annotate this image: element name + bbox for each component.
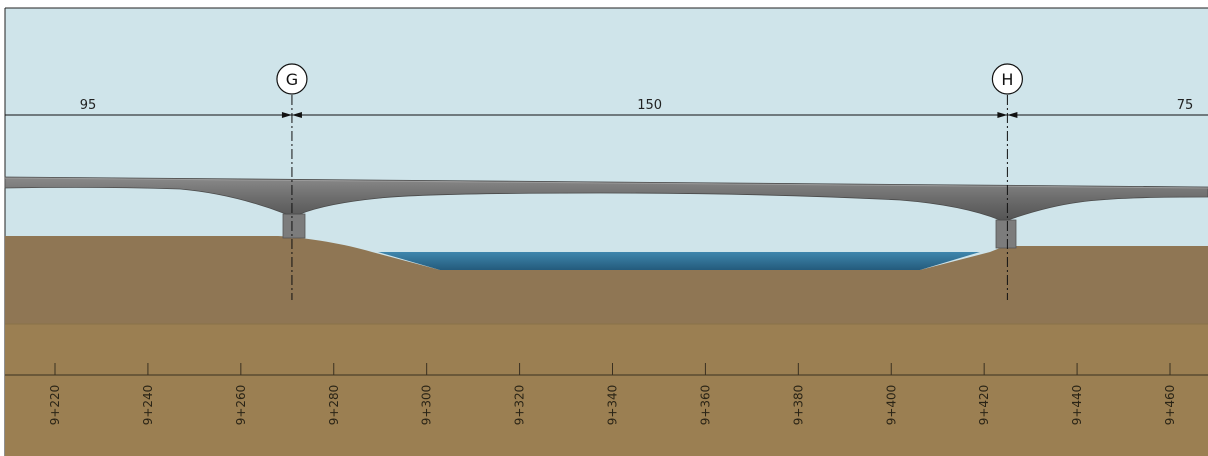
chainage-label: 9+380 — [791, 385, 805, 426]
chainage-label: 9+400 — [884, 385, 898, 426]
pier-h — [995, 219, 1017, 249]
chainage-label: 9+240 — [141, 385, 155, 426]
bridge-deck — [4, 176, 1208, 221]
chainage-label: 9+460 — [1163, 385, 1177, 426]
dimension-arrowhead — [291, 112, 302, 118]
chainage-label: 9+220 — [48, 385, 62, 426]
span-length-label: 75 — [1177, 98, 1194, 113]
dimension-arrowhead — [1007, 112, 1018, 118]
axis-marker-circle — [276, 63, 308, 95]
dimension-arrowhead — [997, 112, 1008, 118]
ground-lower-layer — [5, 324, 1208, 456]
chainage-label: 9+320 — [513, 385, 527, 426]
axis-label: H — [1001, 70, 1013, 89]
ground-upper-layer — [5, 236, 1208, 326]
dimension-arrowhead — [281, 112, 292, 118]
pier-g — [282, 213, 306, 239]
chainage-label: 9+340 — [606, 385, 620, 426]
span-length-label: 150 — [637, 98, 662, 113]
chainage-label: 9+360 — [698, 385, 712, 426]
chainage-label: 9+300 — [420, 385, 434, 426]
axis-marker-circle — [991, 63, 1023, 95]
chainage-label: 9+280 — [327, 385, 341, 426]
chainage-label: 9+440 — [1070, 385, 1084, 426]
chainage-label: 9+420 — [977, 385, 991, 426]
span-length-label: 95 — [80, 98, 97, 113]
river-water — [378, 252, 980, 270]
axis-label: G — [286, 70, 298, 89]
chainage-label: 9+260 — [234, 385, 248, 426]
